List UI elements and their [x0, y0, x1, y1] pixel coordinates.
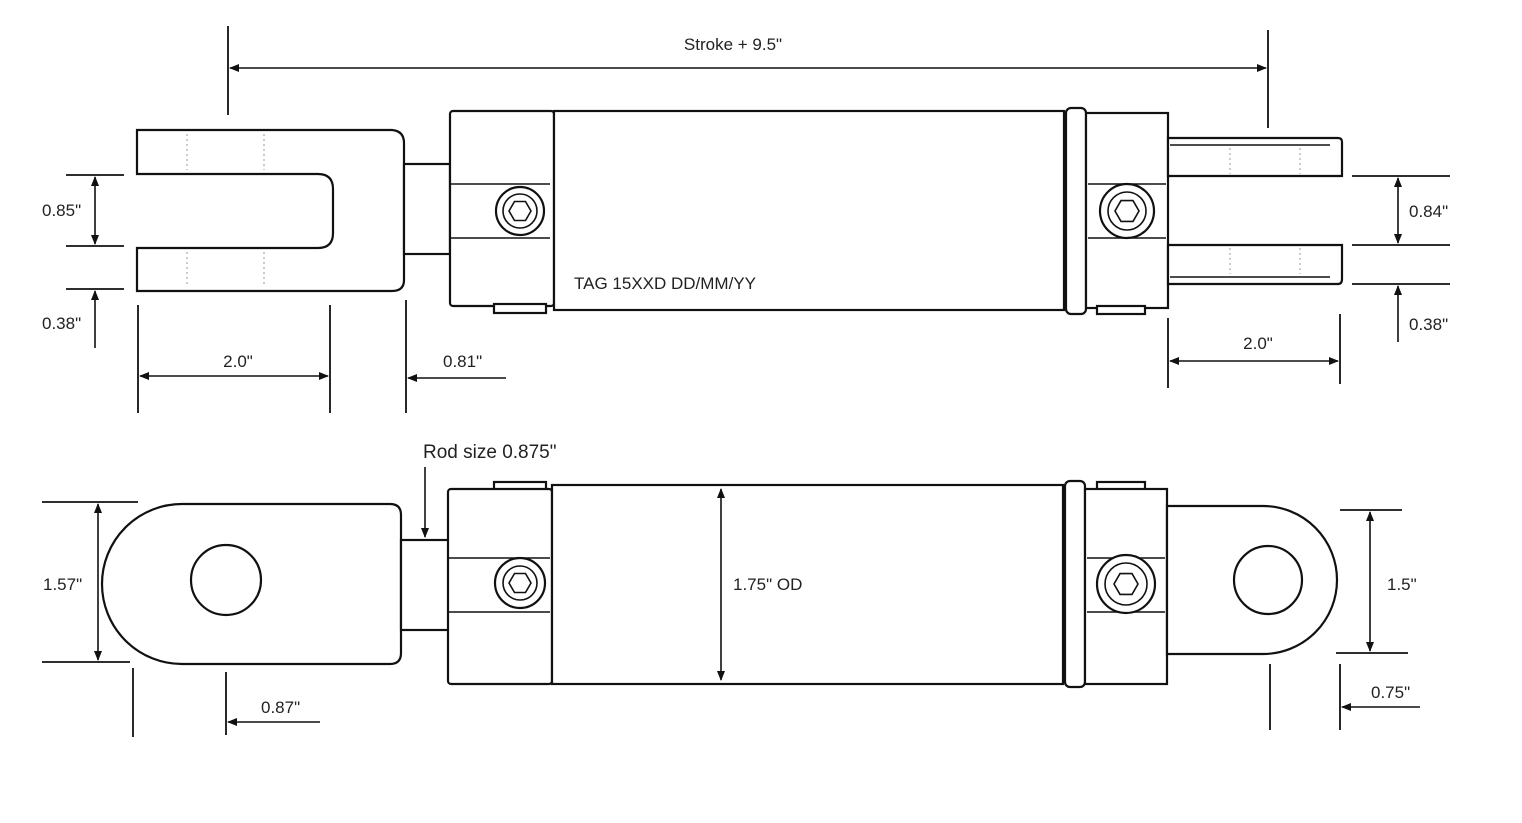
left-eye-hole — [189, 543, 263, 617]
right-slot-label: 0.84" — [1409, 202, 1448, 221]
od-label: 1.75" OD — [733, 575, 802, 594]
right-rod-eye — [1165, 504, 1339, 656]
stroke-dimension: Stroke + 9.5" — [227, 26, 1269, 128]
right-slot-dimension: 0.84" — [1352, 175, 1450, 246]
rod-size-label: Rod size 0.875" — [423, 442, 557, 463]
left-clevis-length-label: 2.0" — [223, 352, 253, 371]
right-clevis-length-dimension: 2.0" — [1167, 314, 1341, 388]
bottom-barrel: 1.75" OD — [550, 483, 1065, 686]
left-rod-eye — [100, 502, 403, 666]
left-clevis — [135, 128, 406, 293]
right-clevis — [1166, 136, 1344, 286]
right-eye-offset-label: 0.75" — [1371, 683, 1410, 702]
left-clevis-length-dimension: 2.0" — [137, 305, 331, 413]
barrel: TAG 15XXD DD/MM/YY — [552, 109, 1066, 312]
right-tine-dimension: 0.38" — [1352, 283, 1450, 342]
left-eye-offset-label: 0.87" — [261, 698, 300, 717]
bottom-right-end-cap — [1083, 480, 1169, 686]
left-eye-height-label: 1.57" — [43, 575, 82, 594]
left-end-cap — [448, 109, 556, 315]
bottom-view: Rod size 0.875" 1.75" OD — [42, 442, 1420, 737]
right-socket-bolt-icon — [1098, 182, 1156, 240]
bottom-right-socket-bolt-icon — [1095, 553, 1157, 615]
bottom-rod — [399, 538, 452, 632]
right-end-cap — [1084, 111, 1170, 316]
left-eye-height-dimension: 1.57" — [42, 501, 138, 663]
right-eye-height-label: 1.5" — [1387, 575, 1417, 594]
top-view: Stroke + 9.5" TAG 15XXD — [42, 26, 1450, 413]
tag-label: TAG 15XXD DD/MM/YY — [574, 274, 756, 293]
rod-length-label: 0.81" — [443, 352, 482, 371]
left-tine-label: 0.38" — [42, 314, 81, 333]
right-tine-label: 0.38" — [1409, 315, 1448, 334]
barrel-ring — [1064, 106, 1088, 316]
bottom-barrel-ring — [1063, 479, 1087, 689]
left-tine-dimension: 0.38" — [42, 288, 124, 348]
right-clevis-length-label: 2.0" — [1243, 334, 1273, 353]
right-eye-hole — [1232, 544, 1304, 616]
right-eye-height-dimension: 1.5" — [1336, 509, 1417, 654]
left-rod — [402, 162, 452, 256]
bottom-left-socket-bolt-icon — [493, 556, 547, 610]
rod-length-dimension: 0.81" — [405, 300, 506, 413]
bottom-left-end-cap — [446, 480, 554, 686]
stroke-label: Stroke + 9.5" — [684, 35, 782, 54]
left-socket-bolt-icon — [494, 185, 546, 237]
left-eye-offset-dimension: 0.87" — [132, 668, 320, 737]
rod-size-callout: Rod size 0.875" — [421, 442, 557, 538]
right-eye-offset-dimension: 0.75" — [1269, 664, 1420, 730]
left-slot-label: 0.85" — [42, 201, 81, 220]
left-slot-dimension: 0.85" — [42, 174, 124, 247]
